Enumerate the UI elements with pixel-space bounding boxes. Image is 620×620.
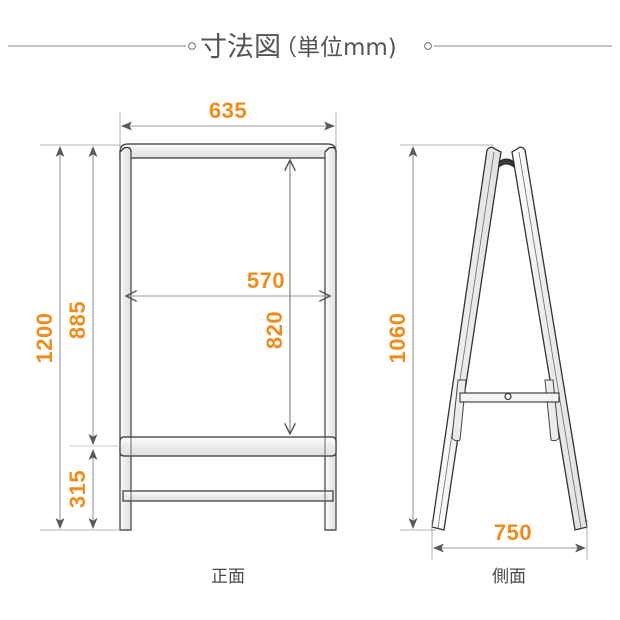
page-title-unit: （単位mm) <box>274 35 397 61</box>
side-hinge-icon <box>498 158 515 169</box>
dimension-width-outer: 635 <box>121 98 335 131</box>
dimension-height-total: 1200 <box>32 146 65 529</box>
front-lower-crossbar <box>122 490 334 502</box>
front-view-label: 正面 <box>211 567 245 587</box>
front-view-drawing <box>119 143 337 531</box>
small-circle-icon-right <box>424 42 432 50</box>
dimension-label-750: 750 <box>494 520 532 545</box>
dimension-height-side: 1060 <box>385 146 418 529</box>
front-right-post <box>324 146 337 531</box>
side-view-label: 側面 <box>492 567 526 587</box>
dimension-label-570: 570 <box>247 268 285 293</box>
dimension-label-1060: 1060 <box>385 313 410 364</box>
front-top-rail <box>119 143 337 159</box>
dimension-label-635: 635 <box>209 98 247 123</box>
dimension-height-inner: 820 <box>262 160 290 434</box>
dimension-label-315: 315 <box>65 470 90 508</box>
dimension-label-1200: 1200 <box>32 313 57 364</box>
dimension-width-inner: 570 <box>126 268 330 296</box>
small-circle-icon-left <box>188 42 196 50</box>
dimension-height-lower: 315 <box>65 449 98 529</box>
dimension-width-spread: 750 <box>433 520 586 553</box>
front-view-dimensions: 635 1200 885 315 570 <box>32 98 337 587</box>
front-post-edges <box>119 152 337 530</box>
side-right-leg-edge <box>518 151 582 529</box>
front-shelf-rail <box>119 436 337 457</box>
dimension-label-820: 820 <box>262 311 287 349</box>
side-brace-pivot-icon <box>504 392 512 401</box>
dimension-label-885: 885 <box>65 301 90 339</box>
dimension-height-panel-top: 885 <box>65 146 98 445</box>
side-left-leg-edge <box>437 151 495 529</box>
front-left-post <box>119 146 132 531</box>
side-view-dimensions: 1060 750 側面 <box>385 144 588 587</box>
page-title: 寸法図 <box>200 32 281 63</box>
page-header: 寸法図 （単位mm) <box>8 32 612 63</box>
side-view-drawing <box>431 146 588 531</box>
